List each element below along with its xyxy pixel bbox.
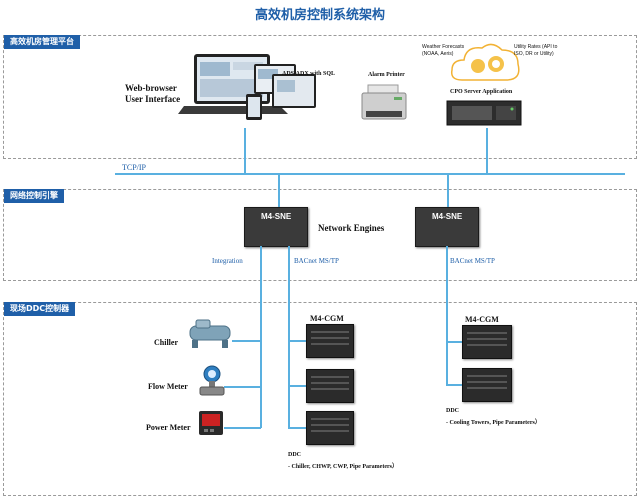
tcpip-label: TCP/IP xyxy=(122,163,147,172)
uplink-ui xyxy=(244,128,246,174)
drop-engine-left xyxy=(278,174,280,208)
web-ui-illustration xyxy=(178,52,318,130)
platform-section xyxy=(3,35,637,159)
server-icon xyxy=(446,99,522,127)
engine-left-label: M4-SNE xyxy=(261,212,292,221)
network-section xyxy=(3,189,637,281)
integration-drop xyxy=(260,246,262,428)
weather-label: Weather Forecasts (NOAA, Aeris) xyxy=(422,44,465,57)
engine-left: M4-SNE xyxy=(244,207,308,247)
drop-engine-right xyxy=(447,174,449,208)
power-meter-icon xyxy=(198,410,224,436)
ddc-left-title: DDC xyxy=(288,452,301,458)
cgm-right-2 xyxy=(462,368,512,402)
power-meter-label: Power Meter xyxy=(146,423,191,432)
link-cgm-2 xyxy=(288,385,306,387)
engine-right: M4-SNE xyxy=(415,207,479,247)
cpo-label: CPO Server Application xyxy=(450,89,513,95)
bacnet-left-label: BACnet MS/TP xyxy=(294,257,339,265)
link-cgm-r2 xyxy=(446,384,462,386)
link-cgm-1 xyxy=(288,340,306,342)
cgm-left-1 xyxy=(306,324,354,358)
link-cgm-r1 xyxy=(446,341,462,343)
ads-label: ADS/ADX with SQL xyxy=(282,71,336,77)
network-engines-label: Network Engines xyxy=(318,223,385,233)
cgm-right-1 xyxy=(462,325,512,359)
tcpip-bus xyxy=(115,173,625,175)
integration-label: Integration xyxy=(212,257,243,265)
ddc-right-desc: - Cooling Towers, Pipe Parameters） xyxy=(446,420,541,426)
page-title: 高效机房控制系统架构 xyxy=(254,8,385,23)
engine-right-label: M4-SNE xyxy=(432,212,463,221)
alarm-printer-label: Alarm Printer xyxy=(368,72,405,78)
utility-label: Utility Rates (API to ISO, DR or Utility… xyxy=(514,44,558,57)
printer-icon xyxy=(360,83,408,127)
platform-section-tag: 高效机房管理平台 xyxy=(4,35,80,49)
bacnet-right-drop xyxy=(446,246,448,386)
cgm-right-label: M4-CGM xyxy=(465,315,499,324)
uplink-server xyxy=(486,128,488,174)
field-section-tag: 现场DDC控制器 xyxy=(4,302,76,316)
network-section-tag: 网络控制引擎 xyxy=(4,189,64,203)
web-browser-label-1: Web-browser xyxy=(125,83,177,93)
chiller-label: Chiller xyxy=(154,338,178,347)
bacnet-right-label: BACnet MS/TP xyxy=(450,257,495,265)
flow-meter-icon xyxy=(198,364,226,398)
link-flow-meter xyxy=(224,386,261,388)
web-browser-label-2: User Interface xyxy=(125,94,181,104)
link-cgm-3 xyxy=(288,427,306,429)
ddc-left-desc: - Chiller, CHWP, CWP, Pipe Parameters） xyxy=(288,464,398,470)
link-chiller xyxy=(232,340,261,342)
link-power-meter xyxy=(224,427,261,429)
bacnet-left-drop xyxy=(288,246,290,428)
cloud-icon xyxy=(448,40,524,86)
cgm-left-2 xyxy=(306,369,354,403)
cgm-left-3 xyxy=(306,411,354,445)
cgm-left-label: M4-CGM xyxy=(310,314,344,323)
chiller-icon xyxy=(186,316,236,350)
flow-meter-label: Flow Meter xyxy=(148,382,188,391)
ddc-right-title: DDC xyxy=(446,408,459,414)
